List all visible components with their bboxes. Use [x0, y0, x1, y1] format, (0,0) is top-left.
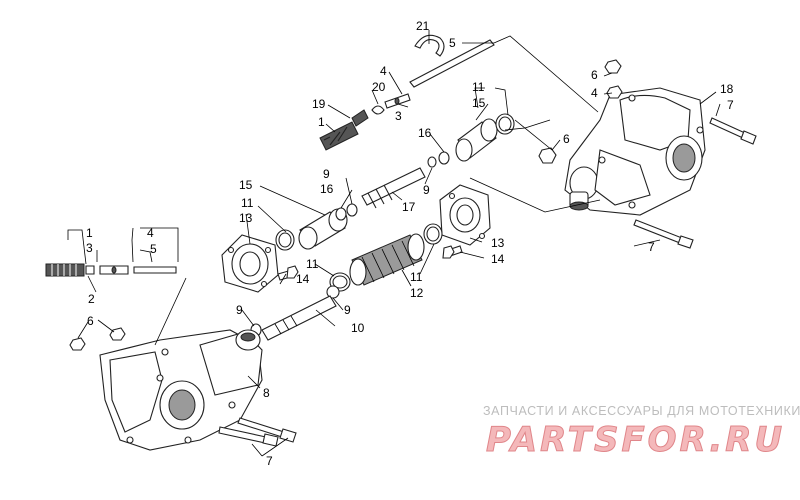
pin-4-left — [99, 265, 129, 275]
callout-9-c: 9 — [344, 303, 351, 317]
watermark-logo: PARTSFOR.RU — [485, 420, 786, 461]
rear-gear-case-housing — [564, 87, 706, 216]
callout-11-b: 11 — [241, 196, 254, 210]
callout-9-b: 9 — [323, 167, 330, 181]
upper-housing-bolt-7 — [709, 117, 757, 145]
callout-8: 8 — [263, 386, 270, 400]
flange-13-left — [221, 234, 279, 293]
callout-11-c: 11 — [306, 257, 319, 271]
callout-4-top: 4 — [380, 64, 387, 78]
callout-6-tr: 6 — [591, 68, 598, 82]
callout-6-mid: 6 — [563, 132, 570, 146]
lower-housing-bolt-7 — [633, 219, 694, 249]
drive-shaft-10 — [261, 295, 337, 341]
pin-4-top — [384, 93, 411, 109]
ring-11-mid — [275, 229, 295, 251]
callout-19: 19 — [312, 97, 326, 111]
callout-1-top: 1 — [318, 115, 325, 129]
callout-12: 12 — [410, 286, 424, 300]
ring-11-right — [423, 223, 443, 245]
splined-shaft-17 — [361, 167, 426, 209]
callout-2-left: 2 — [88, 292, 95, 306]
lower-nut-6-b — [109, 327, 126, 341]
callout-18: 18 — [720, 82, 734, 96]
callout-20: 20 — [372, 80, 386, 94]
bellows-boot-12 — [349, 233, 425, 286]
clip-20 — [371, 105, 385, 115]
callout-7-mid: 7 — [648, 240, 655, 254]
bolt-14-right — [442, 245, 463, 259]
seal-9-top — [427, 156, 437, 168]
mid-nut-6 — [538, 147, 557, 164]
rod-5-left — [133, 266, 177, 274]
callout-3-left: 3 — [86, 241, 93, 255]
snap-ring-21 — [414, 34, 445, 57]
callout-15-b: 15 — [239, 178, 253, 192]
ring-16-top — [438, 151, 450, 165]
lower-nut-6-a — [69, 337, 86, 351]
callout-14-b: 14 — [296, 272, 310, 286]
watermark-caption: ЗАПЧАСТИ И АКСЕССУАРЫ ДЛЯ МОТОТЕХНИКИ — [483, 404, 800, 418]
callout-14-a: 14 — [491, 252, 505, 266]
coupler-15-top — [455, 118, 498, 162]
boot-1-left — [45, 263, 85, 277]
callout-9-a: 9 — [423, 183, 430, 197]
callout-5-top: 5 — [449, 36, 456, 50]
bolt-14-left — [277, 265, 299, 281]
callout-1-left: 1 — [86, 226, 93, 240]
callout-7-bot: 7 — [266, 454, 273, 468]
callout-4-tr: 4 — [591, 86, 598, 100]
callout-9-d: 9 — [236, 303, 243, 317]
ring-16-mid — [335, 203, 358, 221]
flange-13-right — [439, 184, 491, 246]
callout-17: 17 — [402, 200, 416, 214]
callout-4-left: 4 — [147, 226, 154, 240]
long-rod-5 — [409, 39, 495, 88]
callout-labels: 21 5 4 20 19 1 3 6 4 18 7 11 15 16 6 9 1… — [86, 19, 734, 468]
callout-21: 21 — [416, 19, 430, 33]
ring-11-top — [495, 113, 515, 135]
upper-nut-6 — [604, 59, 623, 99]
callout-11-d: 11 — [410, 270, 423, 284]
callout-11-a: 11 — [472, 80, 485, 94]
callout-3-top: 3 — [395, 109, 402, 123]
fitting-3-left — [85, 265, 95, 275]
cable-end-19 — [351, 109, 369, 127]
boot-1-top — [319, 121, 359, 151]
callout-16-b: 16 — [320, 182, 334, 196]
front-gear-case-housing — [99, 329, 263, 451]
callout-5-left: 5 — [150, 242, 157, 256]
callout-10: 10 — [351, 321, 365, 335]
callout-6-bl: 6 — [87, 314, 94, 328]
callout-16-a: 16 — [418, 126, 432, 140]
leader-lines — [67, 30, 721, 457]
callout-13-b: 13 — [491, 236, 505, 250]
callout-15-a: 15 — [472, 96, 486, 110]
lower-bolt-7-b — [237, 417, 297, 443]
callout-7-tr: 7 — [727, 98, 734, 112]
callout-13-a: 13 — [239, 211, 253, 225]
